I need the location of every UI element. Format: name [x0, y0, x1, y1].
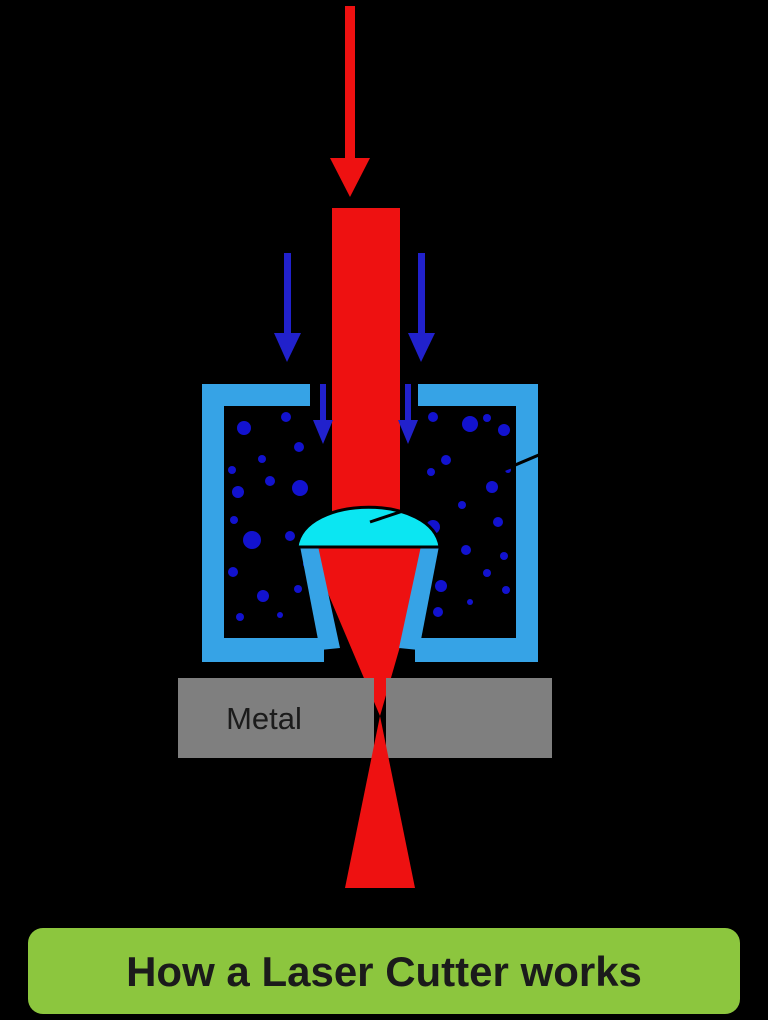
gas-particle — [498, 424, 510, 436]
gas-arrow-inner-left-shaft — [320, 384, 326, 424]
gas-particle — [483, 569, 491, 577]
gas-arrow-inner-right-shaft — [405, 384, 411, 424]
metal-workpiece: Metal — [178, 678, 552, 758]
nozzle-funnel-wall-right — [399, 546, 439, 650]
gas-particle — [486, 481, 498, 493]
gas-particle — [462, 416, 478, 432]
metal-label: Metal — [226, 701, 302, 736]
gas-particle — [458, 501, 466, 509]
gas-particle — [292, 480, 308, 496]
gas-particle — [427, 468, 435, 476]
gas-particle — [461, 545, 471, 555]
nozzle-funnel-wall-left — [300, 546, 340, 650]
gas-arrow-outer-left-head — [274, 333, 301, 362]
nozzle-housing — [202, 384, 538, 662]
gas-particle — [228, 567, 238, 577]
gas-arrow-inner-left-head — [313, 420, 333, 444]
gas-arrow-inner-right-head — [398, 420, 418, 444]
focusing-lens — [295, 505, 442, 549]
gas-particle — [502, 586, 510, 594]
gas-particle — [277, 612, 283, 618]
annotation-leader-line-gas — [493, 444, 561, 476]
metal-plate-right — [386, 678, 552, 758]
gas-arrow-outer-left-shaft — [284, 253, 291, 337]
gas-particle — [230, 516, 238, 524]
gas-particle — [493, 517, 503, 527]
assist-gas-arrows-outer — [274, 253, 435, 362]
metal-plate-left — [178, 678, 374, 758]
gas-arrow-outer-right-shaft — [418, 253, 425, 337]
gas-particle — [500, 552, 508, 560]
laser-beam-column — [332, 208, 400, 538]
laser-arrow-head — [330, 158, 370, 197]
nozzle-floor-right — [415, 638, 538, 662]
page-title: How a Laser Cutter works — [126, 948, 642, 995]
focused-beam-converging — [308, 546, 429, 716]
gas-particle — [228, 466, 236, 474]
gas-particle — [441, 455, 451, 465]
nozzle-top-bar-left — [202, 384, 310, 406]
annotation-leader-line-lens — [369, 498, 437, 524]
gas-particle — [257, 590, 269, 602]
gas-particle — [433, 607, 443, 617]
gas-particle — [237, 421, 251, 435]
gas-particle — [428, 412, 438, 422]
gas-particle — [285, 531, 295, 541]
nozzle-wall-left — [202, 384, 224, 662]
nozzle-wall-right — [516, 384, 538, 662]
gas-particles-right — [426, 412, 511, 617]
gas-particle — [281, 412, 291, 422]
gas-particle — [258, 455, 266, 463]
gas-particles-left — [228, 412, 311, 621]
incoming-laser-arrow — [330, 6, 370, 197]
gas-particle — [294, 585, 302, 593]
gas-particle — [467, 599, 473, 605]
gas-particle — [265, 476, 275, 486]
laser-arrow-shaft — [345, 6, 355, 160]
gas-particle — [435, 580, 447, 592]
gas-particle — [483, 414, 491, 422]
gas-particle — [294, 442, 304, 452]
title-banner: How a Laser Cutter works — [28, 928, 740, 1014]
title-banner-background — [28, 928, 740, 1014]
gas-arrow-outer-right-head — [408, 333, 435, 362]
focused-beam-diverging — [345, 716, 415, 888]
assist-gas-arrows-inner — [313, 384, 418, 444]
nozzle-top-bar-right — [418, 384, 538, 406]
gas-particle — [243, 531, 261, 549]
gas-particle — [232, 486, 244, 498]
gas-particle — [236, 613, 244, 621]
nozzle-floor-left — [202, 638, 324, 662]
